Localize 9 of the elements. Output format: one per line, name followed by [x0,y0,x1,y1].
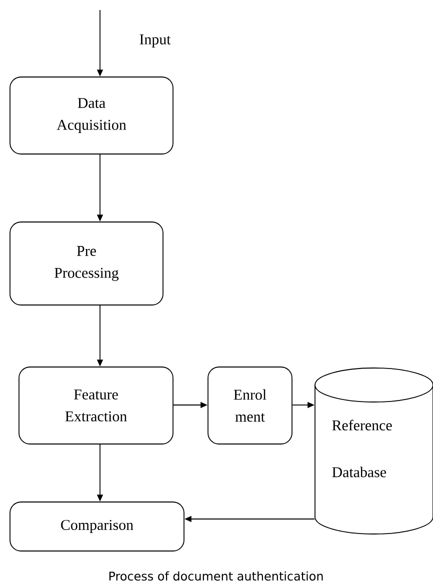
process-box: Comparison [10,502,184,552]
process-box: Data Acquisition [10,76,174,154]
process-box: Pre Processing [10,222,164,306]
caption: Process of document authentication [109,571,323,581]
process-box: Feature Extraction [18,366,174,444]
edge-label: Input [138,34,172,48]
process-box: Enrol ment [208,366,292,444]
database-cylinder: Reference Database [314,368,433,534]
node-label: Reference Database [332,420,392,478]
